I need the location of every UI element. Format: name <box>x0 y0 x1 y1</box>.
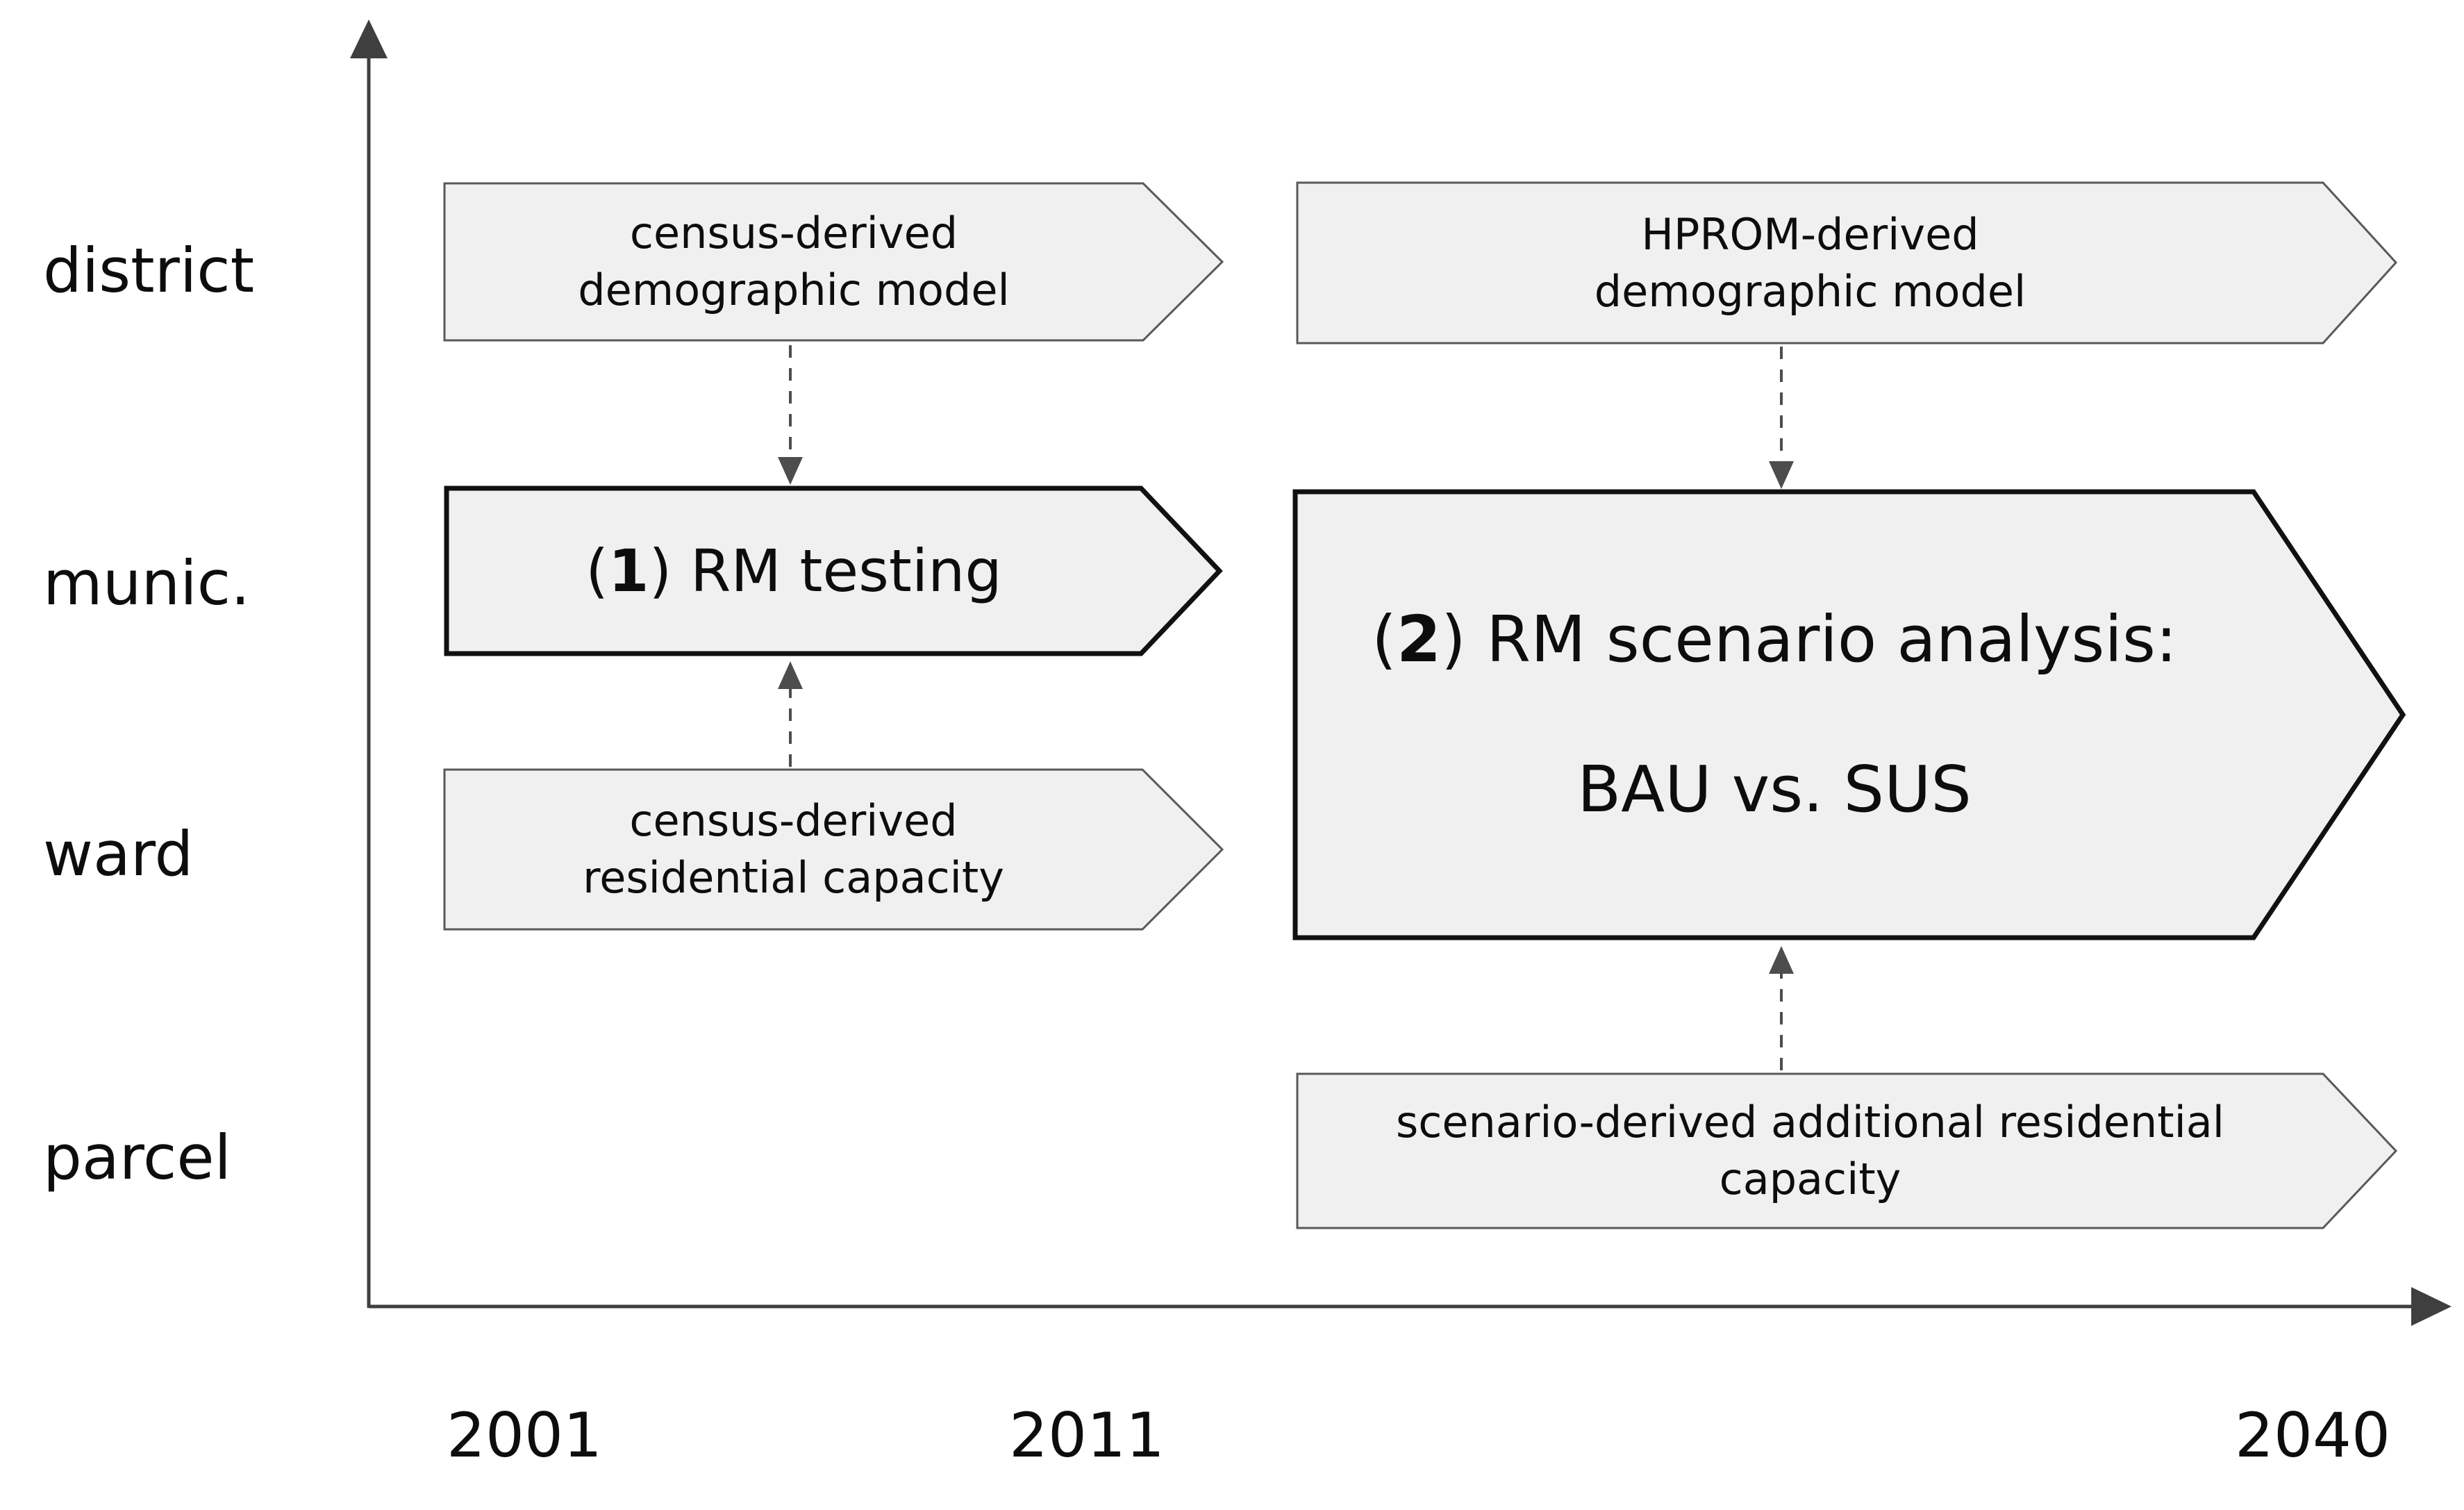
box-census-capacity-shape <box>443 768 1224 931</box>
box-hprom-demographic-text: HPROM-derived demographic model <box>1297 183 2323 343</box>
box-rm-scenario-text: (2) RM scenario analysis: BAU vs. SUS <box>1295 492 2254 938</box>
connector-up-arrowhead-icon-1 <box>778 661 803 689</box>
box-scenario-capacity-text: scenario-derived additional residential … <box>1297 1074 2323 1228</box>
box-rm-scenario-line1: (2) RM scenario analysis: <box>1372 601 2177 679</box>
box-census-capacity-text: census-derived residential capacity <box>444 770 1142 929</box>
y-axis-label-parcel: parcel <box>43 1122 232 1193</box>
box-census-demographic-line1: census-derived <box>629 208 958 258</box>
x-axis-label-2001: 2001 <box>447 1400 602 1471</box>
connector-down-arrowhead-icon-1 <box>778 457 803 485</box>
y-axis-label-district: district <box>43 235 255 306</box>
box-census-demographic-shape <box>443 182 1224 342</box>
box-scenario-capacity-line2: capacity <box>1719 1154 1901 1204</box>
rm-scenario-label: ) RM scenario analysis: <box>1441 602 2177 677</box>
box-rm-testing-text: (1) RM testing <box>447 488 1141 654</box>
box-census-demographic-line2: demographic model <box>578 265 1010 315</box>
box-rm-scenario-shape <box>1292 489 2406 940</box>
box-rm-scenario-line2: BAU vs. SUS <box>1577 752 1972 827</box>
box-census-capacity-line2: residential capacity <box>583 852 1004 903</box>
box-rm-testing-shape <box>444 486 1223 656</box>
x-axis-label-2011: 2011 <box>1009 1400 1165 1471</box>
box-hprom-demographic-line1: HPROM-derived <box>1641 208 1979 260</box>
y-axis-label-munic: munic. <box>43 547 251 619</box>
box-rm-testing-line1: (1) RM testing <box>585 535 1001 607</box>
rm-scenario-paren-open: ( <box>1372 602 1397 677</box>
x-axis-label-2040: 2040 <box>2235 1400 2390 1471</box>
y-axis-label-ward: ward <box>43 818 194 890</box>
box-scenario-capacity-line1: scenario-derived additional residential <box>1395 1097 2225 1147</box>
rm-testing-label: ) RM testing <box>649 537 1002 605</box>
box-census-demographic-text: census-derived demographic model <box>444 183 1143 340</box>
box-census-capacity-line1: census-derived <box>629 795 958 846</box>
y-axis-arrowhead-icon <box>350 19 388 58</box>
box-hprom-demographic-line2: demographic model <box>1594 265 2026 317</box>
rm-scenario-step-number: 2 <box>1397 602 1442 677</box>
rm-testing-paren-open: ( <box>585 537 609 605</box>
connector-up-arrowhead-icon-2 <box>1769 946 1794 974</box>
box-hprom-demographic-shape <box>1296 181 2398 345</box>
x-axis-arrowhead-icon <box>2411 1287 2451 1326</box>
box-scenario-capacity-shape <box>1296 1072 2398 1229</box>
connector-down-arrowhead-icon-2 <box>1769 461 1794 489</box>
rm-testing-step-number: 1 <box>608 537 649 605</box>
